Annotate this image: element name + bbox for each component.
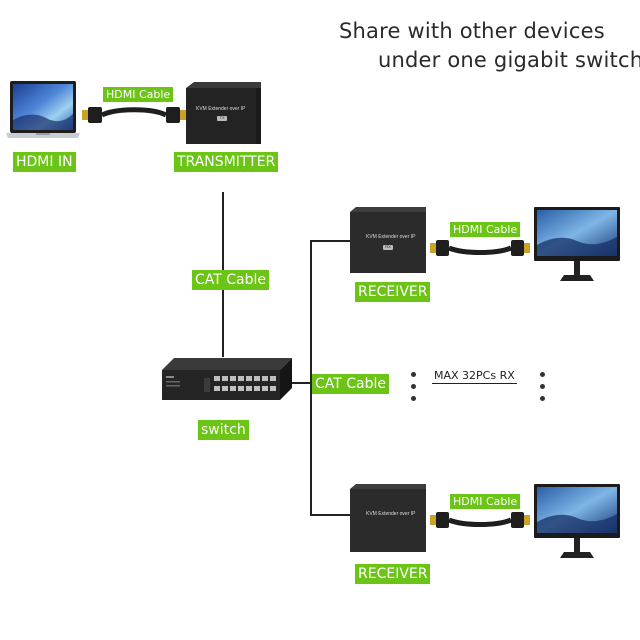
hdmi-in-label: HDMI IN [13,152,76,172]
hdmi-cable-label-top: HDMI Cable [103,87,174,102]
monitor-icon [534,484,620,558]
hdmi-cable-icon [82,107,186,123]
headline-line-2: under one gigabit switch [378,48,640,72]
receiver-badge: RX [385,244,391,249]
ellipsis-dot [411,384,416,389]
receiver-box-icon [350,484,426,552]
receiver-face-text: KVM Extender over IP [366,234,416,240]
hdmi-cable-icon [430,512,530,528]
cat-line-to-receiver-top [310,240,352,242]
receiver-label-bottom: RECEIVER [355,564,431,584]
laptop-icon [6,81,80,138]
network-switch-icon [162,358,292,400]
switch-label: switch [198,420,249,440]
ellipsis-dot [540,384,545,389]
hdmi-cable-icon [430,240,530,256]
transmitter-label: TRANSMITTER [174,152,279,172]
headline-line-1: Share with other devices [339,19,605,43]
cat-line-trunk [310,240,312,515]
receiver-label-top: RECEIVER [355,282,431,302]
receiver-box-top: KVM Extender over IP RX [350,207,426,273]
ellipsis-dot [540,396,545,401]
cat-cable-label-horizontal: CAT Cable [312,374,390,394]
ellipsis-dot [540,372,545,377]
ellipsis-dot [411,396,416,401]
hdmi-cable-label-rx-bottom: HDMI Cable [450,494,521,509]
receiver-box-icon [350,207,426,273]
transmitter-badge: TX [219,115,225,120]
transmitter-box: KVM Extender over IP TX [186,82,261,144]
transmitter-face-text: KVM Extender over IP [196,106,246,112]
cat-cable-label-vertical: CAT Cable [192,270,270,290]
receiver-face-text: KVM Extender over IP [366,511,416,517]
monitor-icon [534,207,620,281]
cat-line-switch-out [292,382,312,384]
receiver-box-bottom: KVM Extender over IP [350,484,426,552]
ellipsis-dot [411,372,416,377]
max-rx-label: MAX 32PCs RX [432,369,517,384]
hdmi-cable-label-rx-top: HDMI Cable [450,222,521,237]
transmitter-box-icon [186,82,261,144]
cat-line-to-receiver-bottom [310,514,352,516]
